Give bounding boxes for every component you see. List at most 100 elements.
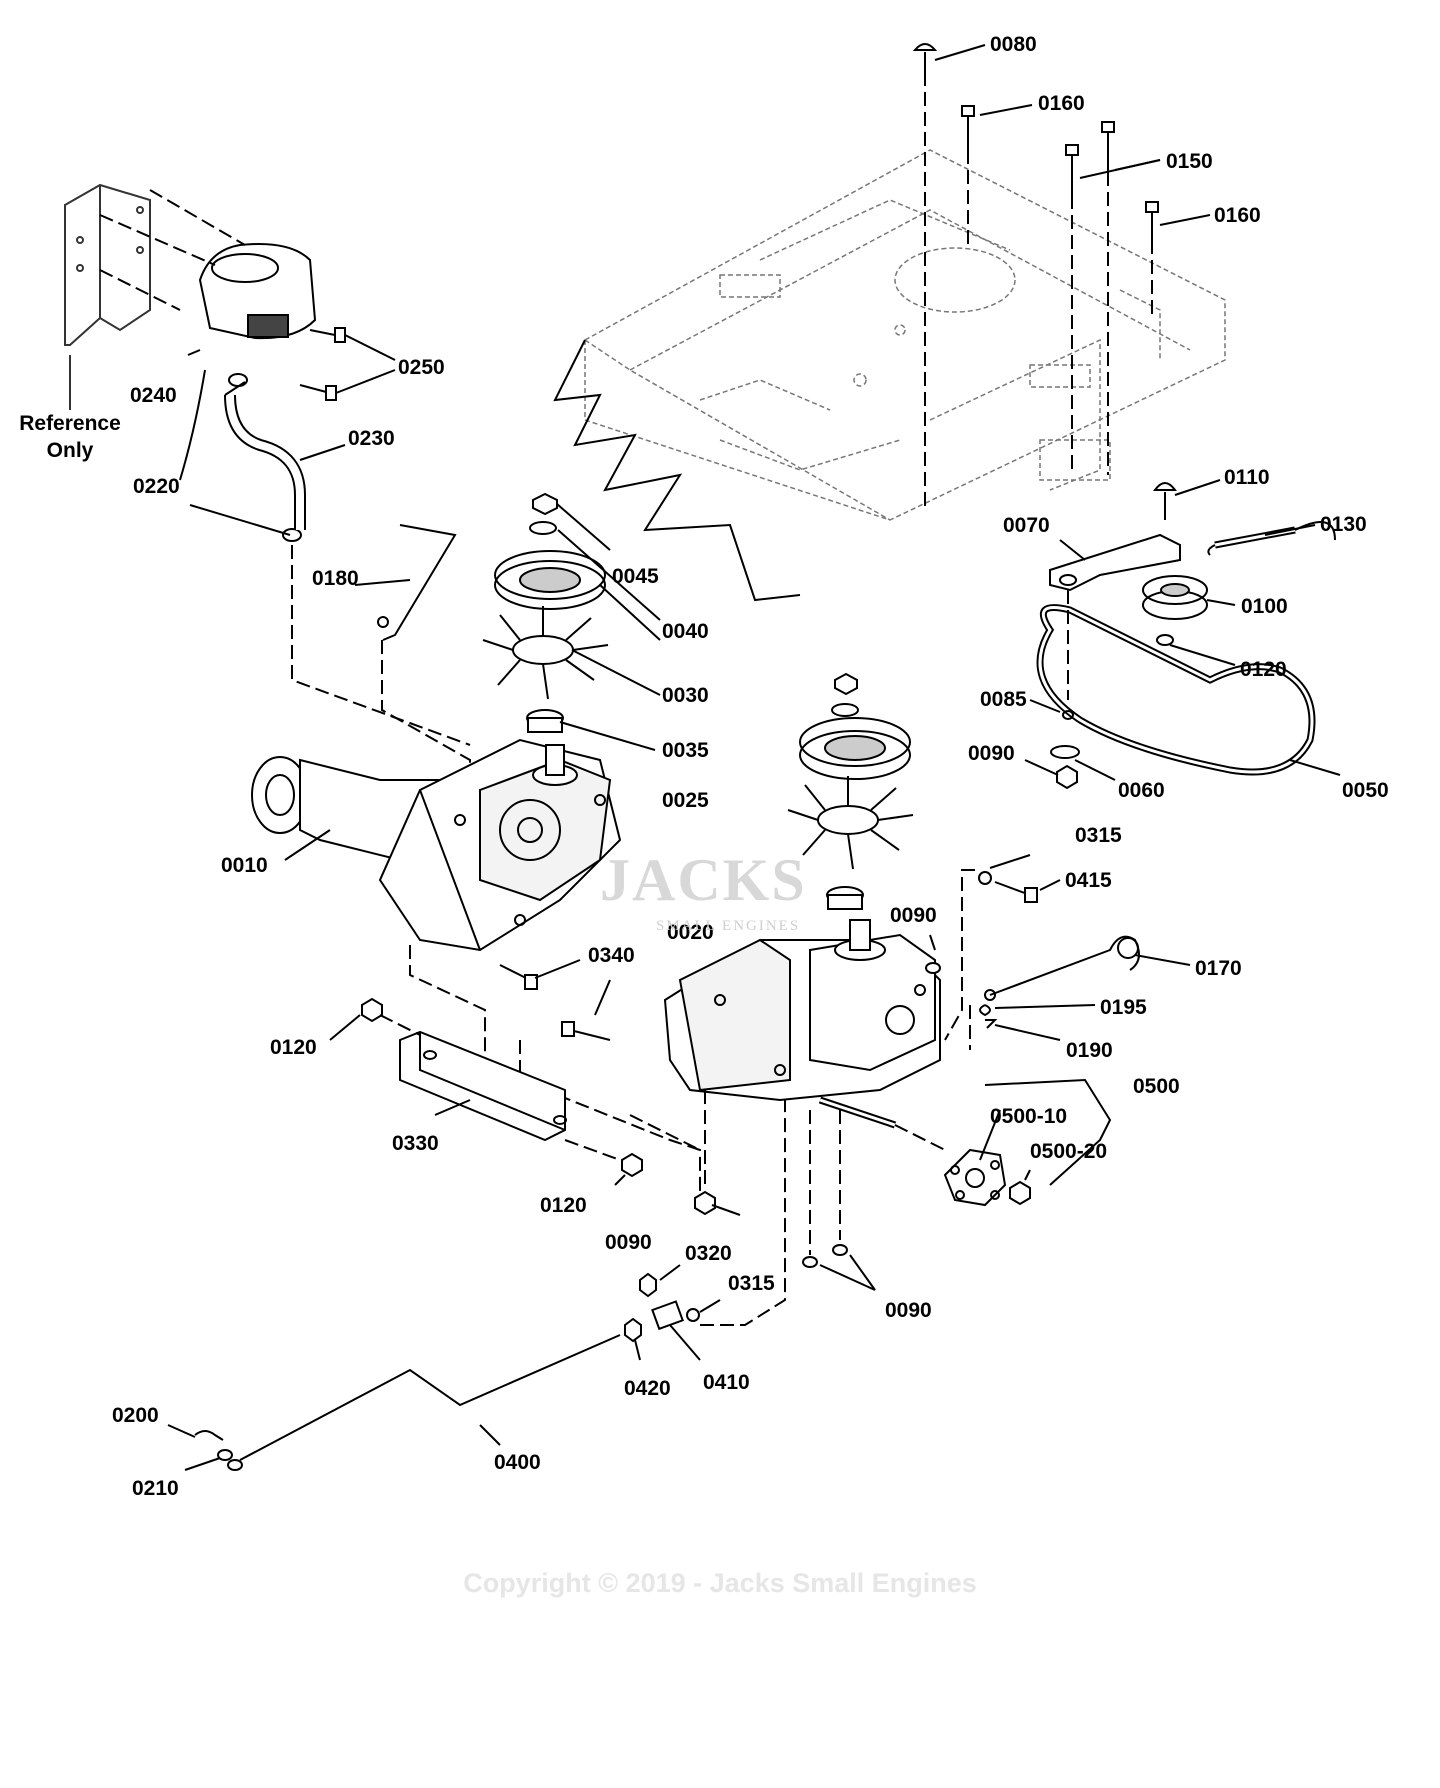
pulley-0030-icon <box>494 550 606 610</box>
reference-bracket-icon <box>64 183 151 410</box>
clip-0195-icon <box>979 1004 991 1017</box>
copyright-notice: Copyright © 2019 - Jacks Small Engines <box>463 1568 977 1598</box>
spring-0130-icon <box>1207 521 1336 556</box>
part-label-0120: 0120 <box>270 1036 317 1059</box>
bolt-0160b-icon <box>1145 201 1159 320</box>
part-label-0090: 0090 <box>885 1299 932 1322</box>
part-label-0040: 0040 <box>662 620 709 643</box>
part-label-0190: 0190 <box>1066 1039 1113 1062</box>
part-label-0010: 0010 <box>221 854 268 877</box>
frame-chassis <box>584 149 1226 521</box>
part-label-0020: 0020 <box>667 921 714 944</box>
part-label-0090: 0090 <box>605 1231 652 1254</box>
part-label-0030: 0030 <box>662 684 709 707</box>
washer-0120-icon <box>1156 634 1174 646</box>
part-label-0340: 0340 <box>588 944 635 967</box>
part-label-0240: 0240 <box>130 384 177 407</box>
part-label-0415: 0415 <box>1065 869 1112 892</box>
part-label-0045: 0045 <box>612 565 659 588</box>
part-label-0160: 0160 <box>1038 92 1085 115</box>
part-label-0500-20: 0500-20 <box>1030 1140 1108 1163</box>
transmission-0010-icon <box>251 738 622 952</box>
part-label-0090: 0090 <box>968 742 1015 765</box>
hub-0025b-icon <box>826 886 864 910</box>
nut-0120-icon <box>361 997 643 1178</box>
part-label-0180: 0180 <box>312 567 359 590</box>
part-label-0230: 0230 <box>348 427 395 450</box>
idler-arm-0070-icon <box>1049 533 1181 592</box>
rod-0400-icon <box>227 1334 621 1471</box>
washer-0085-icon <box>1062 710 1074 720</box>
part-label-0070: 0070 <box>1003 514 1050 537</box>
pin-0200-icon <box>194 1430 224 1441</box>
part-label-0100: 0100 <box>1241 595 1288 618</box>
part-label-0110: 0110 <box>1224 466 1270 489</box>
part-label-0150: 0150 <box>1166 150 1213 173</box>
washer-0040-icon <box>529 521 557 535</box>
part-label-0160: 0160 <box>1214 204 1261 227</box>
nut-0320-icon <box>639 1272 657 1298</box>
watermark-logo: JACKS <box>600 847 807 913</box>
hub-0025-icon <box>526 709 564 733</box>
part-label-0500: 0500 <box>1133 1075 1180 1098</box>
part-label-0420: 0420 <box>624 1377 671 1400</box>
washer-0210-icon <box>217 1449 233 1461</box>
nut-0090-icon <box>694 962 941 1268</box>
part-label-0035: 0035 <box>662 739 709 762</box>
nut-0045-icon <box>532 492 558 516</box>
part-label-0120: 0120 <box>540 1194 587 1217</box>
rod-0180-icon <box>377 524 457 641</box>
part-label-0090: 0090 <box>890 904 937 927</box>
rod-0170-icon <box>984 935 1140 1001</box>
part-label-0220: 0220 <box>133 475 180 498</box>
part-label-0080: 0080 <box>990 33 1037 56</box>
reservoir-0240-icon <box>198 243 317 340</box>
bolt-0080-icon <box>912 43 938 510</box>
bolt-0340-icon <box>499 964 538 990</box>
hub-0500-icon <box>943 1148 1031 1207</box>
hose-0230-icon <box>224 394 306 530</box>
bolt-0415-icon <box>994 881 1038 903</box>
part-label-0500-10: 0500-10 <box>990 1105 1068 1128</box>
transmission-0020-icon <box>663 919 941 1129</box>
fan-0035-icon <box>482 606 609 700</box>
part-label-0130: 0130 <box>1320 513 1367 536</box>
watermark-subtitle: SMALL ENGINES <box>656 918 801 934</box>
bolt-0250-icon <box>299 327 346 401</box>
washer-0315b-icon <box>686 1308 700 1322</box>
part-label-0085: 0085 <box>980 688 1027 711</box>
bolt-0110-icon <box>1153 482 1177 520</box>
bushing-0410-icon <box>651 1300 684 1331</box>
part-label-0060: 0060 <box>1118 779 1165 802</box>
nut-0420-icon <box>624 1317 642 1343</box>
clip-0190-icon <box>985 1019 998 1029</box>
bolt-0150-icon <box>1065 121 1115 475</box>
pulley-0030b-icon <box>799 717 911 780</box>
fan-0035b-icon <box>787 776 914 870</box>
frame-break-line <box>553 339 801 602</box>
part-label-0250: 0250 <box>398 356 445 379</box>
part-label-0410: 0410 <box>703 1371 750 1394</box>
pulley-0060-icon <box>1050 745 1080 759</box>
bracket-0330-icon <box>399 1030 567 1142</box>
washer-0315-icon <box>978 871 992 885</box>
part-label-0315: 0315 <box>1075 824 1122 847</box>
part-label-0170: 0170 <box>1195 957 1242 980</box>
part-label-0315: 0315 <box>728 1272 775 1295</box>
part-label-0200: 0200 <box>112 1404 159 1427</box>
bolt-0160-icon <box>961 105 975 250</box>
part-label-0050: 0050 <box>1342 779 1389 802</box>
pulley-0100-icon <box>1142 575 1208 620</box>
washer-0040b-icon <box>831 703 859 717</box>
belt-0050-icon <box>1036 604 1316 776</box>
part-label-0120: 0120 <box>1240 658 1287 681</box>
part-label-0025: 0025 <box>662 789 709 812</box>
part-label-0195: 0195 <box>1100 996 1147 1019</box>
part-label-0330: 0330 <box>392 1132 439 1155</box>
part-label-0320: 0320 <box>685 1242 732 1265</box>
part-label-0400: 0400 <box>494 1451 541 1474</box>
nut-0045b-icon <box>834 672 858 696</box>
nut-0090a-icon <box>1056 764 1078 790</box>
